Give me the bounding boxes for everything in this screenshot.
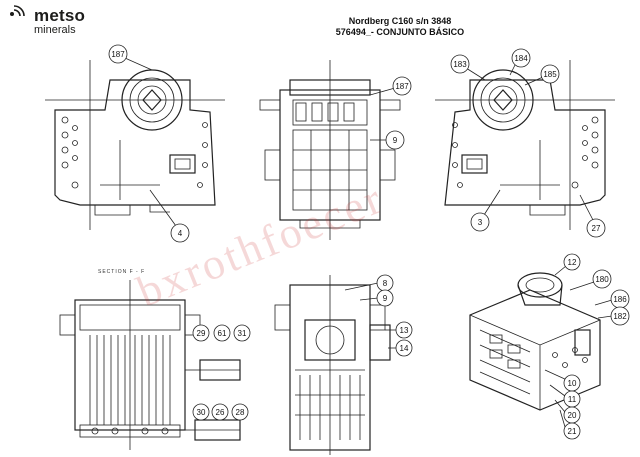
svg-text:10: 10	[568, 379, 577, 388]
svg-text:28: 28	[236, 408, 245, 417]
callout-185: 185	[524, 64, 560, 86]
callout-3: 3	[470, 189, 501, 232]
svg-text:14: 14	[400, 344, 409, 353]
callout-28: 28	[231, 403, 249, 421]
callout-9b: 9	[359, 289, 394, 307]
svg-text:9: 9	[393, 136, 398, 145]
callout-27: 27	[579, 194, 606, 238]
svg-text:31: 31	[238, 329, 247, 338]
callout-187b: 187	[369, 76, 412, 96]
callout-186: 186	[594, 289, 630, 309]
svg-text:4: 4	[178, 229, 183, 238]
callout-184: 184	[509, 48, 531, 76]
svg-text:9: 9	[383, 294, 388, 303]
callout-183: 183	[450, 54, 486, 81]
callout-187a: 187	[108, 44, 153, 71]
callout-30: 30	[192, 403, 210, 421]
callout-12: 12	[554, 253, 581, 276]
callout-21: 21	[559, 409, 581, 440]
side-view-left	[45, 60, 225, 230]
svg-text:12: 12	[568, 258, 577, 267]
callout-180: 180	[569, 269, 612, 291]
drawing-subtitle: 576494_- CONJUNTO BÁSICO	[335, 27, 465, 37]
svg-text:13: 13	[400, 326, 409, 335]
callout-10: 10	[544, 369, 581, 392]
svg-text:183: 183	[453, 60, 467, 69]
svg-text:26: 26	[216, 408, 225, 417]
callout-14: 14	[388, 339, 413, 357]
svg-text:29: 29	[197, 329, 206, 338]
svg-text:185: 185	[543, 70, 557, 79]
logo-subtitle: minerals	[34, 24, 76, 36]
drawing-title: Nordberg C160 s/n 3848	[348, 16, 452, 26]
svg-text:180: 180	[595, 275, 609, 284]
svg-text:21: 21	[568, 427, 577, 436]
svg-text:27: 27	[592, 224, 601, 233]
svg-text:187: 187	[111, 50, 125, 59]
cross-section-view	[274, 275, 391, 455]
svg-text:187: 187	[395, 82, 409, 91]
isometric-view	[469, 272, 601, 411]
callout-26: 26	[211, 403, 229, 421]
section-view	[59, 280, 241, 450]
logo-icon	[10, 5, 25, 17]
callout-31: 31	[233, 324, 251, 342]
callout-8: 8	[344, 274, 394, 292]
side-view-right	[435, 60, 615, 230]
svg-text:186: 186	[613, 295, 627, 304]
logo-wordmark: metso	[34, 6, 86, 25]
svg-text:3: 3	[478, 218, 483, 227]
svg-text:61: 61	[218, 329, 227, 338]
callout-4: 4	[149, 189, 190, 243]
svg-text:184: 184	[514, 54, 528, 63]
svg-text:20: 20	[568, 411, 577, 420]
callout-9a: 9	[370, 130, 405, 150]
callout-29: 29	[192, 324, 210, 342]
section-label: SECTION F - F	[98, 269, 146, 275]
svg-text:30: 30	[197, 408, 206, 417]
callout-182: 182	[597, 306, 630, 326]
front-view-center	[259, 60, 401, 240]
svg-text:8: 8	[383, 279, 388, 288]
callout-13: 13	[385, 321, 413, 339]
svg-text:182: 182	[613, 312, 627, 321]
callout-61: 61	[213, 324, 231, 342]
svg-text:11: 11	[568, 395, 577, 404]
